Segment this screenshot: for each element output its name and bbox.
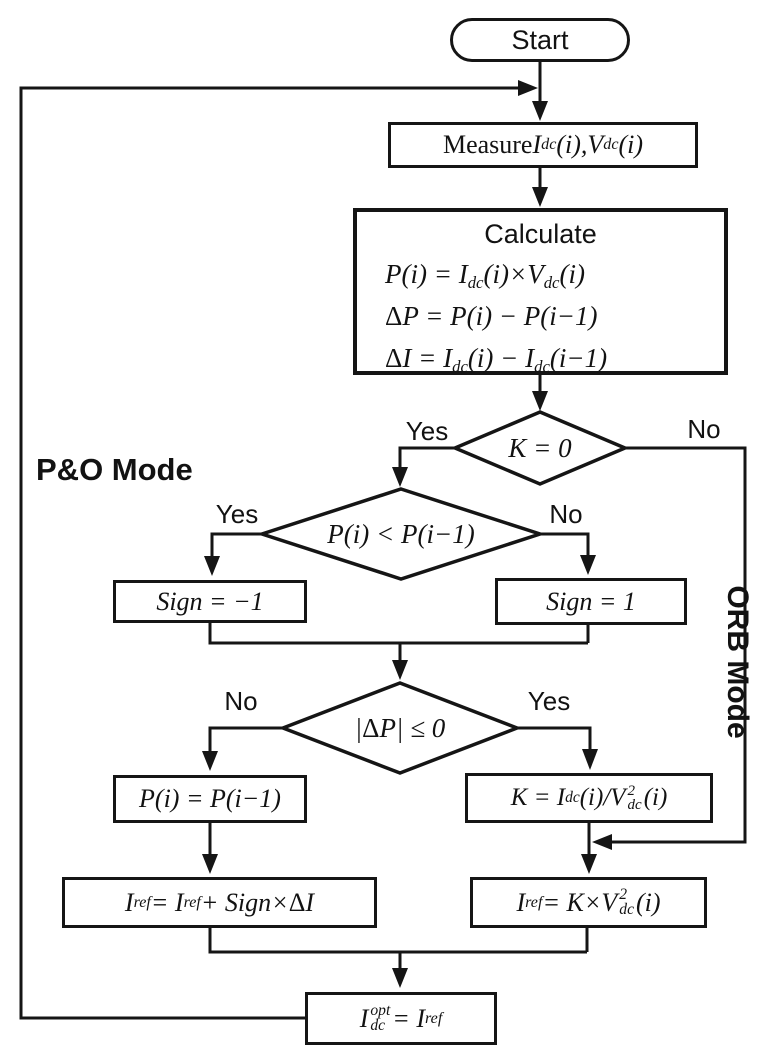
power-hold-node: P(i) = P(i−1) (113, 775, 307, 823)
calculate-node: Calculate P(i) = Idc(i)×Vdc(i) ΔP = P(i)… (353, 208, 728, 375)
arrowhead (392, 968, 408, 988)
arrowhead (532, 187, 548, 207)
flow-line-feedback (19, 86, 518, 1020)
calculate-title: Calculate (484, 219, 597, 249)
arrowhead (580, 555, 596, 575)
arrowhead (532, 391, 548, 411)
arrowhead (392, 660, 408, 680)
flow-line-k-no-orb (612, 446, 747, 844)
orb-mode-label: ORB Mode (721, 585, 754, 739)
decision-k-zero-condition: K = 0 (508, 432, 572, 463)
label-k-no: No (687, 413, 721, 444)
arrowhead (202, 751, 218, 771)
po-mode-label: P&O Mode (36, 452, 193, 487)
label-k-yes: Yes (405, 415, 449, 446)
sign-positive-node: Sign = 1 (495, 578, 687, 625)
decision-diamond-power-drop (256, 487, 546, 581)
calculate-line-2: ΔP = P(i) − P(i−1) (385, 301, 598, 331)
flow-line-sign-merge (208, 621, 588, 645)
label-power-yes: Yes (215, 498, 259, 529)
arrowhead (532, 101, 548, 121)
arrowhead (518, 80, 538, 96)
arrowhead (204, 556, 220, 576)
flow-line-dp-no (208, 726, 283, 752)
calculate-line-1: P(i) = Idc(i)×Vdc(i) (385, 259, 585, 293)
flow-line-p-yes (210, 532, 262, 557)
start-node: Start (450, 18, 630, 62)
flow-line-p-no (540, 532, 590, 556)
arrowhead (202, 854, 218, 874)
arrowhead (581, 854, 597, 874)
decision-diamond-delta-p (278, 681, 522, 775)
flow-line-iref-merge (208, 926, 587, 954)
calculate-line-3: ΔI = Idc(i) − Idc(i−1) (385, 343, 608, 377)
decision-diamond-k-zero (450, 410, 630, 486)
decision-power-drop-condition: P(i) < P(i−1) (327, 518, 475, 549)
flow-line-dp-yes (517, 726, 592, 750)
arrowhead (582, 749, 598, 770)
arrowhead (392, 467, 408, 487)
label-delta-p-no: No (224, 685, 258, 716)
label-delta-p-yes: Yes (527, 685, 571, 716)
sign-negative-node: Sign = −1 (113, 580, 307, 623)
arrowhead (592, 834, 612, 850)
flow-line-k-yes (398, 446, 455, 468)
label-power-no: No (549, 498, 583, 529)
